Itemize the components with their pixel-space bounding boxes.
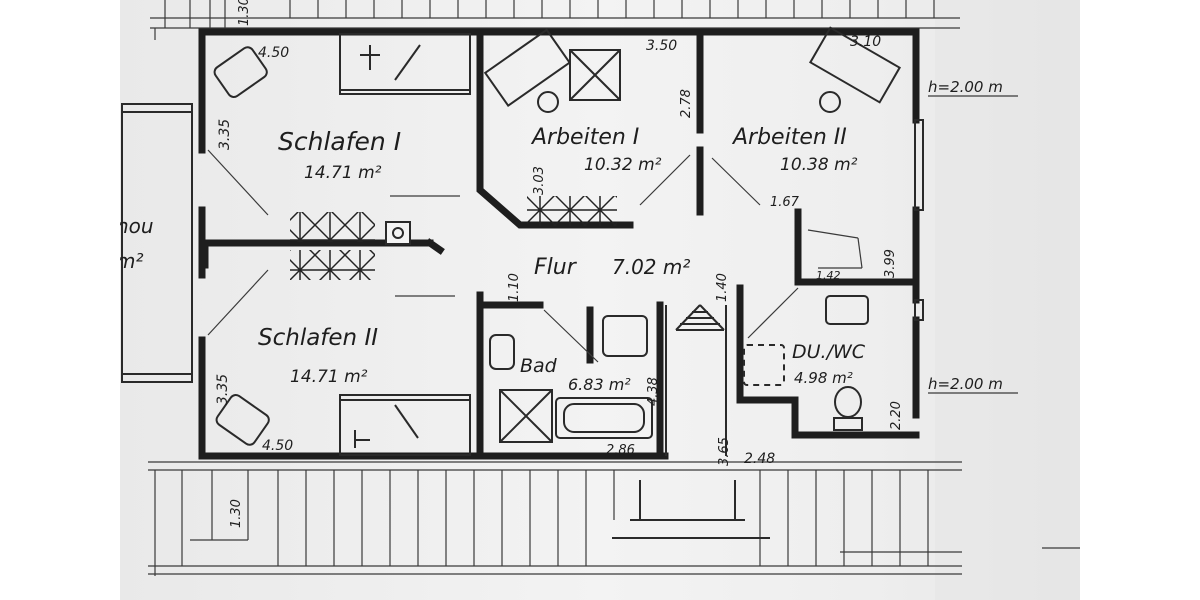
dim-arbeiten2-width: 3.10 xyxy=(850,34,881,50)
room-area-schlafen1: 14.71 m² xyxy=(304,163,382,183)
height-note-top: h=2.00 m xyxy=(928,78,1003,96)
left-fragment-line1: nou xyxy=(116,214,154,238)
dim-schlafen2-height: 3.35 xyxy=(215,374,231,405)
window-bottom-schlafen2 xyxy=(339,394,471,456)
room-name-duwc: DU./WC xyxy=(792,341,866,363)
dim-bottom-strip: 1.30 xyxy=(229,499,244,528)
room-area-flur: 7.02 m² xyxy=(612,255,690,279)
dim-bad-width: 2.86 xyxy=(606,443,635,458)
room-name-flur: Flur xyxy=(534,255,578,280)
dim-duwc-small: 1.42 xyxy=(816,269,841,282)
dim-flur-left: 1.10 xyxy=(507,273,522,302)
room-name-schlafen1: Schlafen I xyxy=(278,127,401,156)
roof-rafters-top xyxy=(150,0,960,29)
desk-arbeiten1 xyxy=(483,28,621,113)
room-area-bad: 6.83 m² xyxy=(568,375,631,394)
chimney xyxy=(385,221,411,245)
room-name-arbeiten2: Arbeiten II xyxy=(731,125,847,150)
dim-arbeiten1-width: 3.50 xyxy=(646,38,677,54)
room-area-schlafen2: 14.71 m² xyxy=(290,367,368,387)
room-name-arbeiten1: Arbeiten I xyxy=(530,125,639,150)
room-name-schlafen2: Schlafen II xyxy=(258,325,378,351)
dim-arbeiten1-wall: 2.78 xyxy=(679,89,694,118)
armchair-schlafen1 xyxy=(213,46,268,99)
dim-duwc-right: 3.99 xyxy=(883,249,898,278)
dim-flur-right: 1.40 xyxy=(715,273,730,302)
margin-left xyxy=(0,0,120,600)
dim-schlafen2-width: 4.50 xyxy=(262,438,293,454)
dim-stairs-depth: 3.65 xyxy=(717,437,732,466)
roof-rafters-bottom xyxy=(148,461,1080,576)
duwc-fixtures xyxy=(743,295,869,431)
armchair-schlafen2 xyxy=(215,393,270,446)
wardrobe-upper xyxy=(290,212,375,242)
bath-fixtures xyxy=(489,315,653,443)
dim-schlafen1-height: 3.35 xyxy=(217,119,233,150)
room-area-arbeiten2: 10.38 m² xyxy=(780,155,858,175)
room-area-arbeiten1: 10.32 m² xyxy=(584,155,662,175)
room-name-bad: Bad xyxy=(520,355,558,377)
left-balcony xyxy=(121,103,193,383)
cabinet-arbeiten1 xyxy=(527,196,617,226)
room-area-duwc: 4.98 m² xyxy=(794,369,853,387)
staircase xyxy=(612,304,770,539)
door-swings xyxy=(207,149,863,363)
height-note-bottom: h=2.00 m xyxy=(928,375,1003,393)
dim-schlafen1-width: 4.50 xyxy=(258,45,289,61)
dim-stairs-width: 2.48 xyxy=(744,451,775,467)
dim-top-strip: 1.30 xyxy=(237,0,252,26)
dim-duwc-bottom: 2.20 xyxy=(889,401,904,430)
dim-arbeiten1-bay: 3.03 xyxy=(532,166,547,195)
windows-top xyxy=(339,33,924,321)
wardrobe-lower xyxy=(290,250,375,280)
paper-fold-shadow xyxy=(935,0,1080,600)
margin-right xyxy=(1080,0,1200,600)
left-fragment-line2: m² xyxy=(116,249,144,273)
desk-arbeiten2 xyxy=(808,26,902,113)
dim-duwc-top: 1.67 xyxy=(770,195,800,210)
dim-bad-height: 4.38 xyxy=(646,377,661,406)
